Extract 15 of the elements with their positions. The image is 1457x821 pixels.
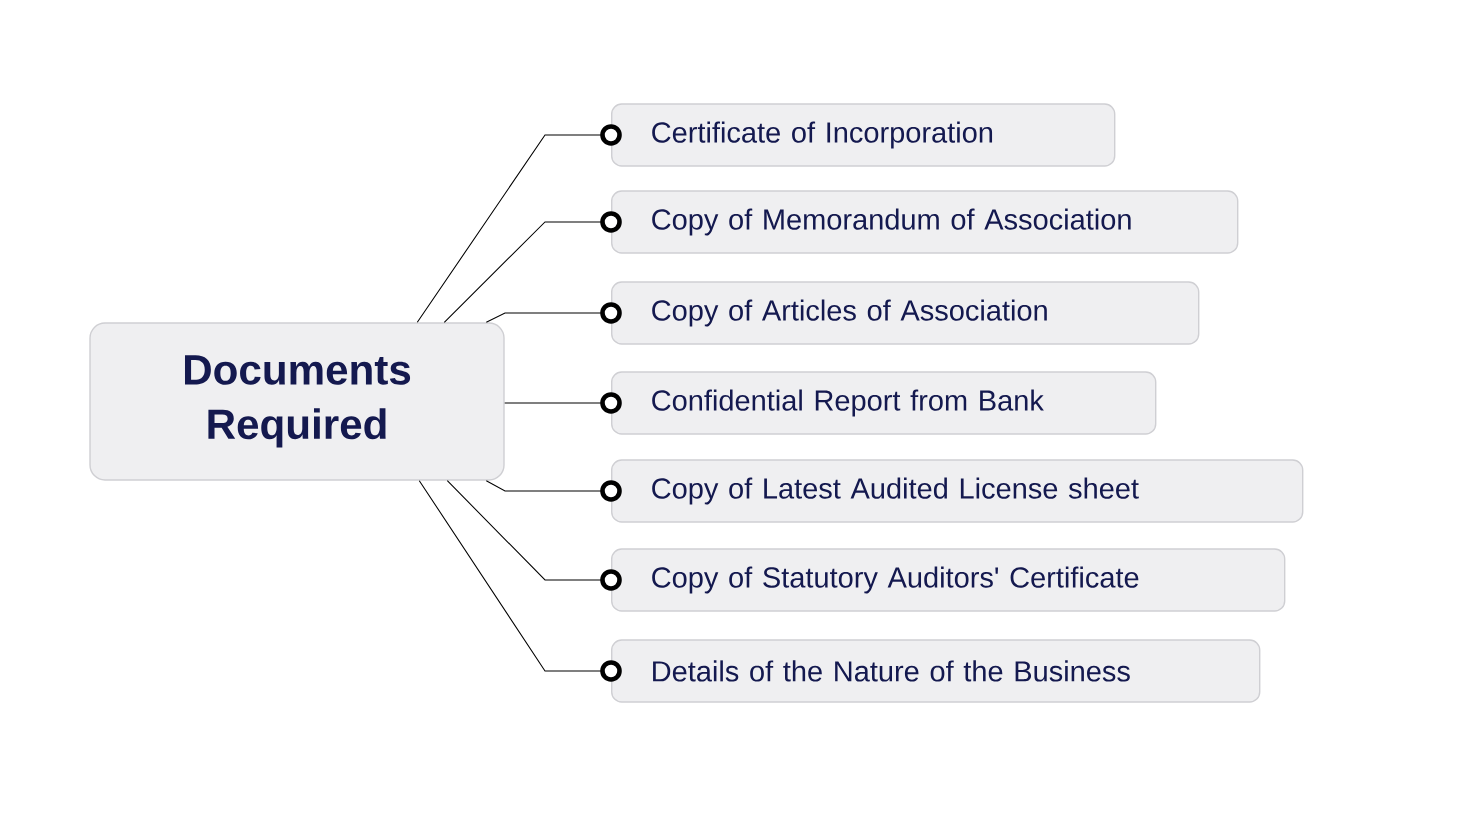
connector [504,392,622,414]
connector [485,302,622,324]
item-box: Certificate of Incorporation [611,103,1116,167]
item-box: Copy of Memorandum of Association [611,190,1239,254]
item-box: Copy of Articles of Association [611,281,1200,345]
item-box: Confidential Report from Bank [611,371,1157,435]
connector [443,211,622,323]
connector [416,124,622,323]
item-box: Details of the Nature of the Business [611,639,1261,703]
item-box: Copy of Latest Audited License sheet [611,459,1304,523]
topic-box: Documents Required [89,322,505,481]
connector [446,480,622,591]
connector [418,480,622,682]
item-box: Copy of Statutory Auditors' Certificate [611,548,1286,612]
connector [485,480,622,502]
